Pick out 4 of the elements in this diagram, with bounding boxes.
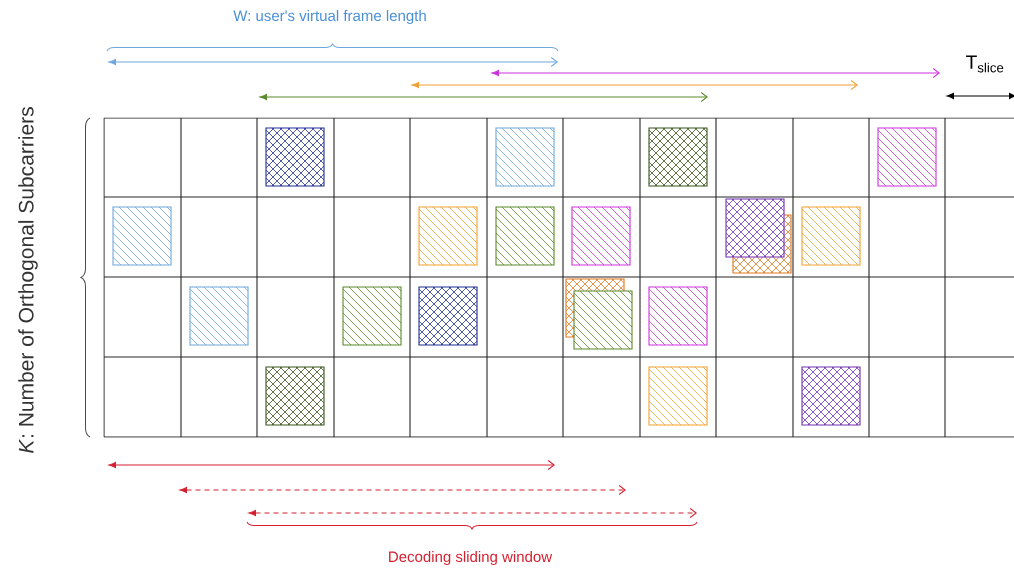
axis-label: W: user's virtual frame length [233, 10, 426, 24]
axis-label: Decoding sliding window [389, 551, 553, 565]
axis-label: T$_{slice}$ [966, 55, 1004, 73]
axis-label: K: Number of Orthogonal Subcarriers [18, 107, 38, 454]
